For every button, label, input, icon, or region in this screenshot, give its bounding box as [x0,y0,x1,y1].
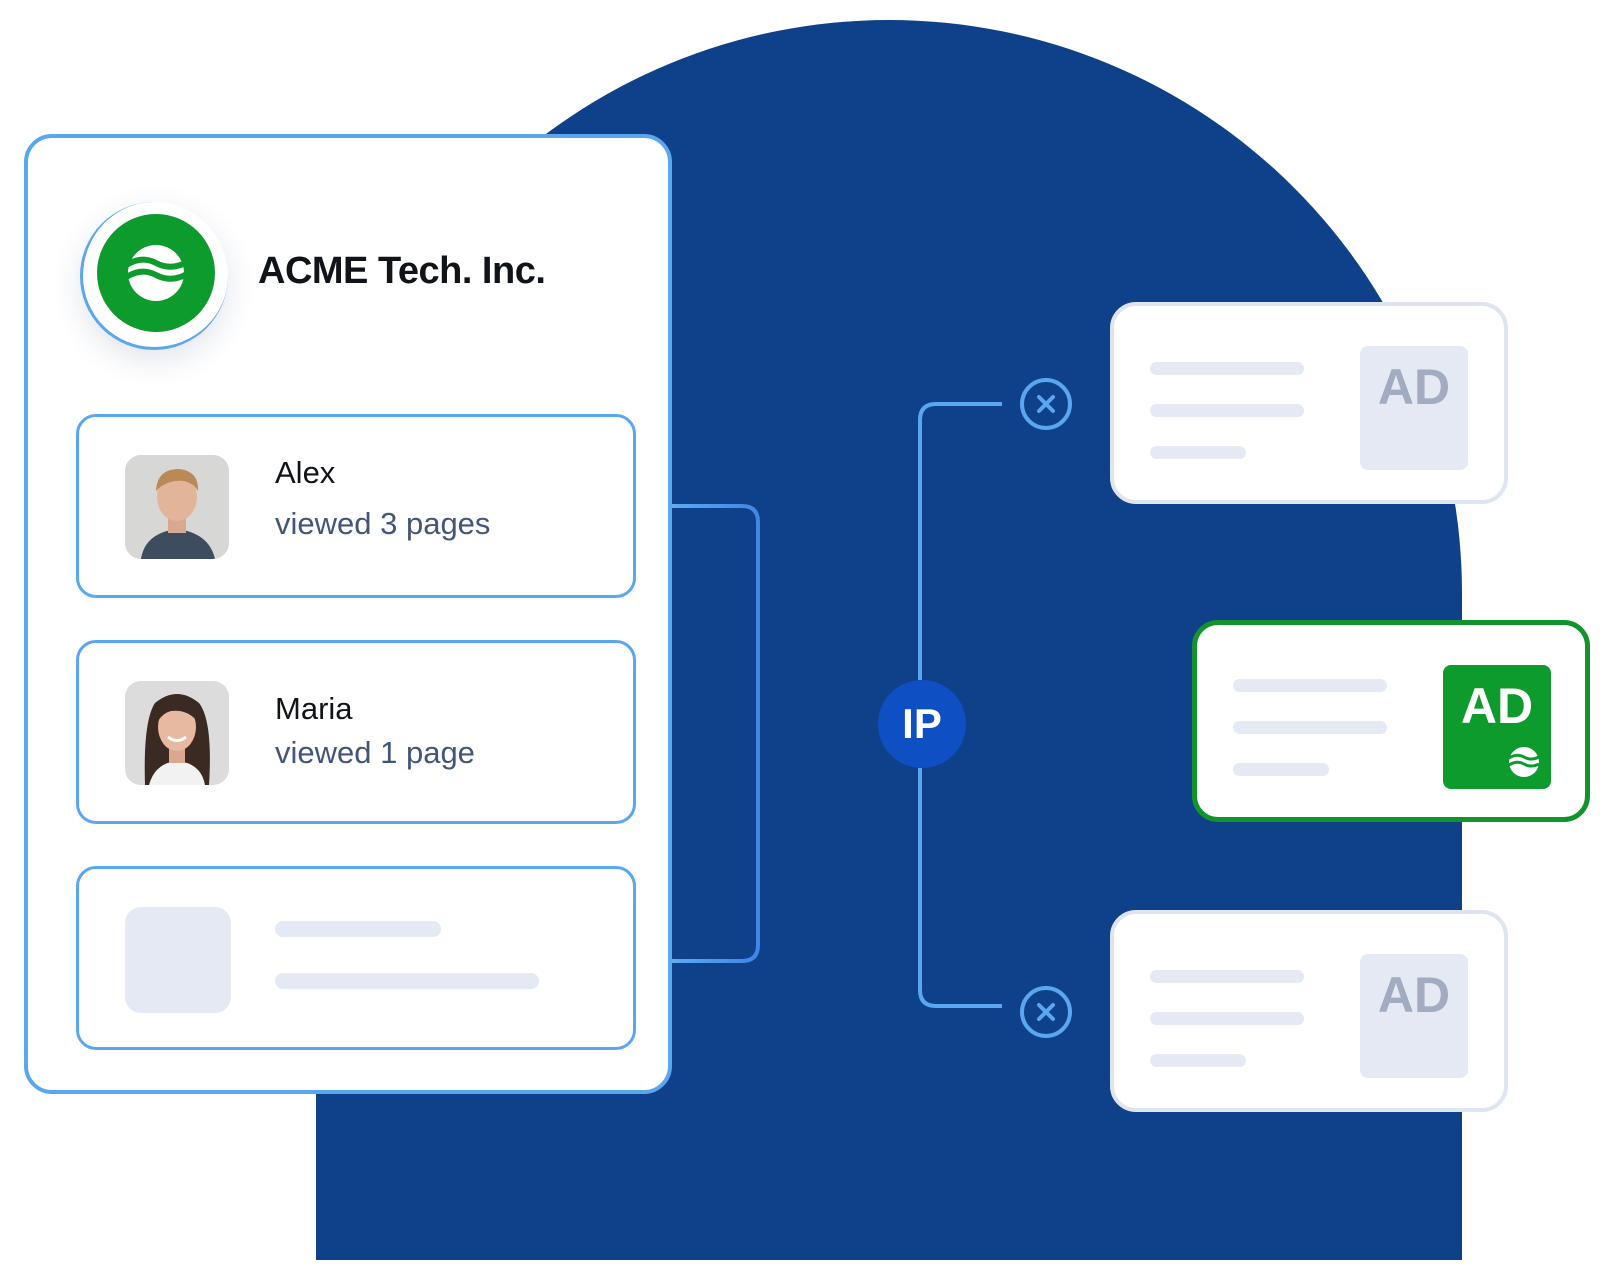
ad-thumbnail: AD [1443,665,1551,789]
ad-card-rejected-top[interactable]: AD [1110,302,1508,504]
ad-text-line [1150,970,1304,983]
ad-card-selected[interactable]: AD [1192,620,1590,822]
visitor-activity: viewed 1 page [275,735,475,770]
maria-photo-icon [125,681,229,785]
connector-alex [636,504,760,963]
visitor-card-maria[interactable]: Maria viewed 1 page [76,640,636,824]
ip-badge: IP [878,680,966,768]
ad-text-line [1150,404,1304,417]
ad-text-line [1150,1054,1246,1067]
placeholder-line [275,973,539,989]
ad-text-line [1150,1012,1304,1025]
reject-icon-bottom [1020,986,1072,1038]
company-panel: ACME Tech. Inc. Alex viewed 3 pages [24,134,672,1094]
connector-ip-bottom [918,768,1002,1008]
ad-text-line [1233,763,1329,776]
placeholder-line [275,921,441,937]
close-icon [1037,1003,1055,1021]
close-icon [1037,395,1055,413]
avatar-maria [125,681,229,785]
avatar-alex [125,455,229,559]
ad-thumbnail: AD [1360,954,1468,1078]
ad-text-line [1150,446,1246,459]
visitor-card-placeholder [76,866,636,1050]
company-logo [80,202,228,350]
visitor-activity: viewed 3 pages [275,506,491,541]
connector-ip-top [918,402,1002,680]
ad-card-rejected-bottom[interactable]: AD [1110,910,1508,1112]
wave-logo-icon [1508,747,1540,777]
placeholder-avatar [125,907,231,1013]
visitor-card-alex[interactable]: Alex viewed 3 pages [76,414,636,598]
company-name: ACME Tech. Inc. [258,250,546,292]
visitor-name: Maria [275,691,353,726]
ad-label: AD [1377,359,1451,415]
ad-text-line [1233,679,1387,692]
ad-label: AD [1460,678,1534,734]
alex-photo-icon [125,455,229,559]
ad-text-line [1150,362,1304,375]
ad-text-line [1233,721,1387,734]
ad-thumbnail: AD [1360,346,1468,470]
wave-logo-icon [123,245,189,301]
visitor-name: Alex [275,455,336,490]
ad-label: AD [1377,967,1451,1023]
company-logo-badge [97,214,215,332]
reject-icon-top [1020,378,1072,430]
